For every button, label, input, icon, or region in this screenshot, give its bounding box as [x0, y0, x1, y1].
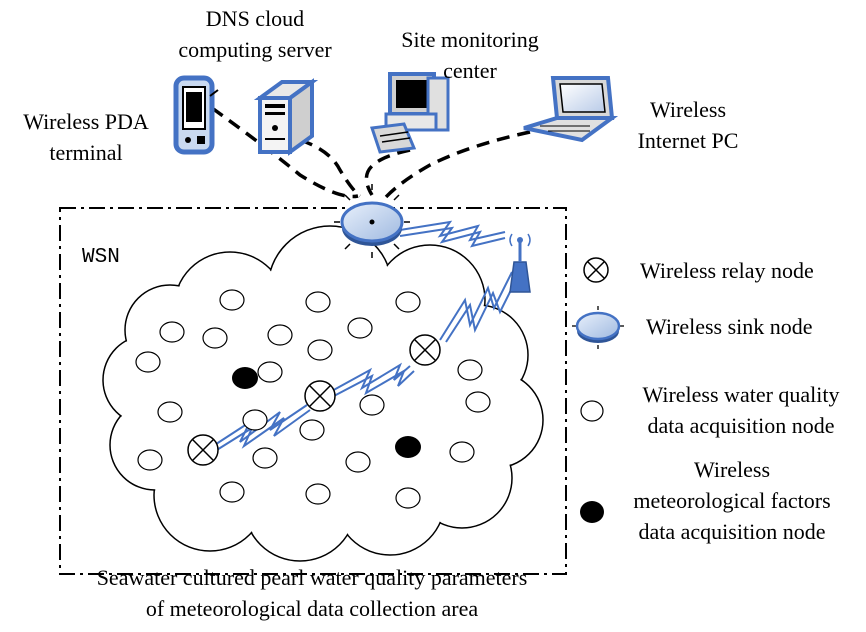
monitor-label-line1: Site monitoring [401, 27, 539, 52]
meteorological-nodes [232, 367, 421, 458]
link-relay2-relay3-back [331, 368, 415, 398]
water-node [449, 441, 475, 463]
server-label-line1: DNS cloud [206, 6, 304, 31]
meteo-node [395, 436, 421, 458]
legend-water-label-line2: data acquisition node [648, 413, 835, 438]
water-node [345, 451, 371, 473]
water-node [347, 317, 373, 339]
monitor-connection [364, 148, 411, 196]
legend-meteo-icon [580, 501, 604, 523]
legend-relay-icon [583, 257, 609, 283]
laptop-icon [523, 76, 619, 143]
water-node [257, 361, 283, 383]
water-node [252, 447, 278, 469]
link-antenna-sink [399, 220, 506, 242]
link-relay1-relay2-back [211, 409, 311, 454]
pda-connection [210, 106, 359, 199]
water-node [157, 401, 183, 423]
water-node [307, 339, 333, 361]
water-quality-nodes [135, 289, 491, 509]
pda-label-line1: Wireless PDA [23, 109, 149, 134]
caption-line2: of meteorological data collection area [146, 596, 479, 621]
pda-label-line2: terminal [49, 140, 122, 165]
laptop-label-line2: Internet PC [638, 128, 739, 153]
water-node [305, 483, 331, 505]
legend-water-label-line1: Wireless water quality [642, 382, 839, 407]
server-icon [253, 78, 319, 156]
water-node [395, 487, 421, 509]
water-node [135, 351, 161, 373]
connection-lines [210, 106, 531, 200]
legend-meteo-label-line2: meteorological factors [633, 488, 830, 513]
water-node [219, 481, 245, 503]
laptop-connection [383, 130, 531, 200]
relay-node [304, 380, 336, 412]
legend-meteo-label-line3: data acquisition node [639, 519, 826, 544]
wsn-area-boundary [59, 207, 567, 575]
water-node [202, 327, 228, 349]
legend-sink-label: Wireless sink node [646, 314, 813, 339]
water-node [299, 419, 325, 441]
sink-node-icon [334, 184, 410, 258]
water-node [457, 359, 483, 381]
server-label-line2: computing server [178, 37, 332, 62]
legend-water-icon [580, 400, 604, 422]
water-node [159, 321, 185, 343]
relay-node [409, 334, 441, 366]
caption-line1: Seawater cultured pearl water quality pa… [97, 565, 528, 590]
water-node [267, 324, 293, 346]
link-relay2-relay3 [329, 362, 411, 393]
laptop-label-line1: Wireless [650, 97, 726, 122]
water-node [305, 291, 331, 313]
link-antenna-sink-back [399, 226, 506, 248]
legend: Wireless relay node Wireless sink node W… [572, 257, 840, 544]
water-node [359, 394, 385, 416]
water-node [242, 409, 268, 431]
wsn-label: WSN [82, 246, 120, 269]
meteo-node [232, 367, 258, 389]
pda-icon [173, 75, 219, 155]
legend-sink-icon [572, 306, 624, 349]
monitor-label-line2: center [443, 58, 497, 83]
link-relay3-antenna-back [445, 275, 519, 343]
water-node [219, 289, 245, 311]
relay-node [187, 434, 219, 466]
antenna-icon [509, 233, 531, 293]
water-node [395, 291, 421, 313]
water-node [137, 449, 163, 471]
water-node [465, 391, 491, 413]
relay-nodes [187, 334, 441, 466]
desktop-computer-icon [369, 72, 450, 154]
legend-relay-label: Wireless relay node [640, 258, 814, 283]
server-connection [299, 138, 362, 198]
legend-meteo-label-line1: Wireless [694, 457, 770, 482]
